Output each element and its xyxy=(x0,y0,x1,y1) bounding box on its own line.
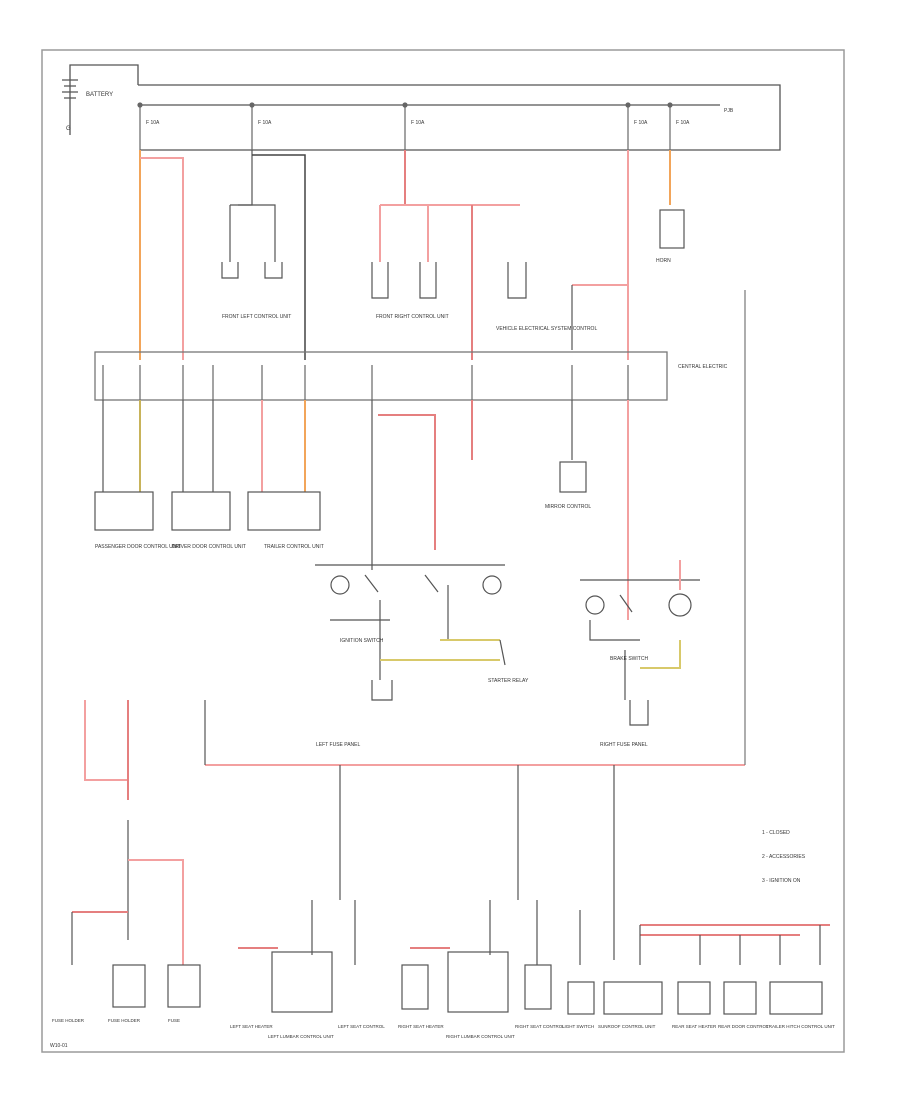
legend-item: 2 - ACCESSORIES xyxy=(762,854,806,860)
central-box-label: CENTRAL ELECTRIC xyxy=(678,364,728,370)
lower-drops xyxy=(238,765,830,965)
bottom-label: LIGHT SWITCH xyxy=(562,1024,594,1029)
central-fuses xyxy=(102,365,629,400)
fuse-label: F 10A xyxy=(411,120,425,126)
legend: 1 - CLOSED 2 - ACCESSORIES 3 - IGNITION … xyxy=(762,830,806,884)
top-wires xyxy=(139,150,671,360)
driver-door-label: DRIVER DOOR CONTROL UNIT xyxy=(172,544,246,550)
trailer-label: TRAILER CONTROL UNIT xyxy=(264,544,324,550)
mirror-label: MIRROR CONTROL xyxy=(545,504,591,510)
ignition-label: IGNITION SWITCH xyxy=(340,638,384,644)
ignition-switch xyxy=(315,564,505,701)
bottom-label: REAR DOOR CONTROL xyxy=(718,1024,769,1029)
bottom-label: FUSE xyxy=(168,1018,180,1023)
passenger-door-label: PASSENGER DOOR CONTROL UNIT xyxy=(95,544,181,550)
central-electric-box xyxy=(94,351,668,401)
ground-label: G xyxy=(66,126,71,132)
top-fuse-labels: F 10A F 10A F 10A F 10A F 10A PJB xyxy=(146,108,734,126)
battery-label: BATTERY xyxy=(86,92,113,98)
lower-feed xyxy=(204,290,746,766)
fuse-label: F 10A xyxy=(634,120,648,126)
bottom-label: LEFT SEAT HEATER xyxy=(230,1024,273,1029)
bottom-label: RIGHT SEAT HEATER xyxy=(398,1024,444,1029)
bottom-label: LEFT SEAT CONTROL xyxy=(338,1024,385,1029)
mid-units xyxy=(94,461,587,531)
front-left-label: FRONT LEFT CONTROL UNIT xyxy=(222,314,291,320)
front-right-unit xyxy=(371,204,527,360)
vehicle-unit-label: VEHICLE ELECTRICAL SYSTEM CONTROL xyxy=(496,326,597,332)
diagram-frame xyxy=(41,49,845,1053)
legend-item: 1 - CLOSED xyxy=(762,830,790,836)
right-relay-wires xyxy=(640,560,681,669)
front-left-unit xyxy=(221,204,283,279)
footer-code: W10-01 xyxy=(50,1043,68,1049)
bottom-label: FUSE HOLDER xyxy=(108,1018,141,1023)
brake-label: BRAKE SWITCH xyxy=(610,656,648,662)
horn-label: HORN xyxy=(656,258,671,264)
legend-item: 3 - IGNITION ON xyxy=(762,878,801,884)
fuse-label: F 10A xyxy=(676,120,690,126)
bottom-label: TRAILER HITCH CONTROL UNIT xyxy=(766,1024,835,1029)
bottom-label: RIGHT LUMBAR CONTROL UNIT xyxy=(446,1034,515,1039)
ignition-wires xyxy=(380,639,506,666)
bottom-loads xyxy=(112,951,823,1015)
horn-box xyxy=(659,209,685,249)
battery-group xyxy=(62,64,781,151)
top-fuses xyxy=(137,102,673,150)
bottom-label: FUSE HOLDER xyxy=(52,1018,85,1023)
bottom-label: SUNROOF CONTROL UNIT xyxy=(598,1024,656,1029)
left-circuit xyxy=(71,700,184,965)
right-relay xyxy=(580,579,700,726)
fuse-label: F 10A xyxy=(146,120,160,126)
junction-label: PJB xyxy=(724,108,734,114)
mid-wires xyxy=(102,400,629,620)
left-block-label: LEFT FUSE PANEL xyxy=(316,742,360,748)
mid-labels: PASSENGER DOOR CONTROL UNIT DRIVER DOOR … xyxy=(95,504,591,550)
bottom-labels: FUSE HOLDER FUSE HOLDER FUSE LEFT SEAT H… xyxy=(52,1018,835,1039)
fuse-label: F 10A xyxy=(258,120,272,126)
front-right-label: FRONT RIGHT CONTROL UNIT xyxy=(376,314,449,320)
right-block-label: RIGHT FUSE PANEL xyxy=(600,742,648,748)
starter-label: STARTER RELAY xyxy=(488,678,529,684)
bottom-label: RIGHT SEAT CONTROL xyxy=(515,1024,565,1029)
bottom-label: LEFT LUMBAR CONTROL UNIT xyxy=(268,1034,334,1039)
bottom-label: REAR SEAT HEATER xyxy=(672,1024,717,1029)
